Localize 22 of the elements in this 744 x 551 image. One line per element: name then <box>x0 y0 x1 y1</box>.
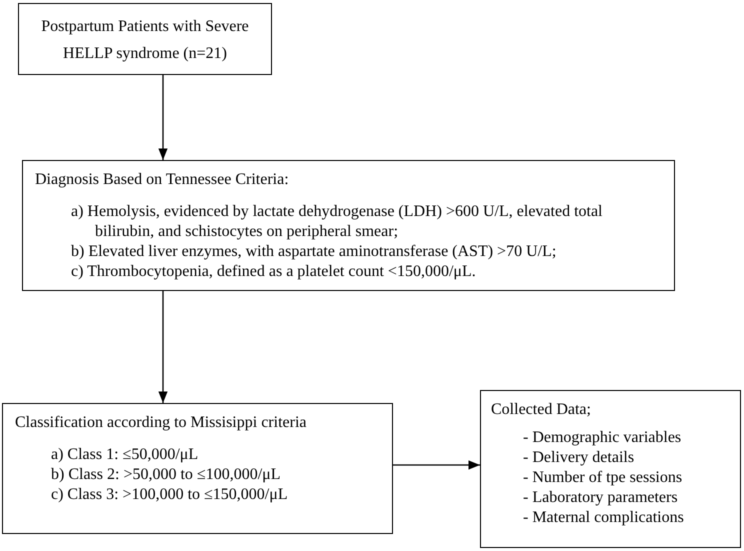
list-item: a) Hemolysis, evidenced by lactate dehydrogenase (LDH) >600 U/L, elevated total bilirubin, and schistocytes on peripheral smear; <box>70 202 604 242</box>
list-item: a) Class 1: ≤50,000/μL <box>50 445 200 465</box>
list-item: b) Elevated liver enzymes, with aspartate aminotransferase (AST) >70 U/L; <box>70 242 558 262</box>
list-item: - Maternal complications <box>522 508 685 528</box>
list-item: c) Class 3: >100,000 to ≤150,000/μL <box>50 485 289 505</box>
list-item: - Laboratory parameters <box>522 488 679 508</box>
list-item: c) Thrombocytopenia, defined as a platelet count <150,000/μL. <box>70 262 477 282</box>
list-item: - Demographic variables <box>522 428 682 448</box>
process-box <box>480 390 741 548</box>
process-box <box>18 3 272 75</box>
process-box <box>2 403 393 534</box>
box-heading: Diagnosis Based on Tennessee Criteria: <box>35 170 290 190</box>
arrow <box>393 460 480 470</box>
box-title: Postpartum Patients with Severe HELLP syndrome (n=21) <box>40 17 250 64</box>
box-heading: Collected Data; <box>491 400 592 420</box>
process-box <box>22 160 675 291</box>
arrow <box>158 75 168 160</box>
arrow <box>158 291 168 403</box>
list-item: - Delivery details <box>522 448 636 468</box>
list-item: b) Class 2: >50,000 to ≤100,000/μL <box>50 465 282 485</box>
list-item: - Number of tpe sessions <box>522 468 684 488</box>
box-heading: Classification according to Missisippi criteria <box>15 413 308 433</box>
